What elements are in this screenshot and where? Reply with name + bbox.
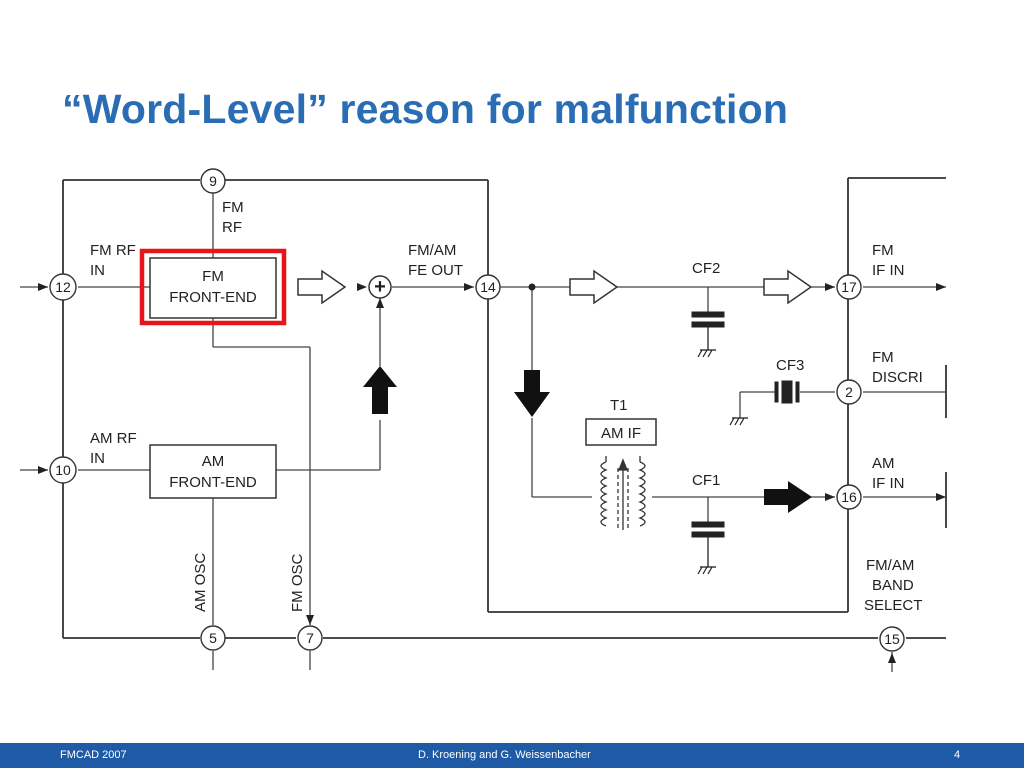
arrowhead-summer-left xyxy=(357,283,367,291)
fm-front-end-line2: FRONT-END xyxy=(169,289,257,306)
wire-arrowheads xyxy=(38,283,946,663)
resonator-cf3 xyxy=(729,380,800,426)
hollow-arrow-fm-out xyxy=(297,269,347,305)
label-fm-rf-2: RF xyxy=(222,219,242,236)
hollow-arrow-cf2-in xyxy=(569,269,619,305)
label-cf3: CF3 xyxy=(776,357,804,374)
summer-symbol: + xyxy=(374,276,386,298)
slide-title: “Word-Level” reason for malfunction xyxy=(62,86,789,132)
label-band-1: FM/AM xyxy=(866,557,914,574)
arrowhead-right-edge-1 xyxy=(936,283,946,291)
label-band-3: SELECT xyxy=(864,597,922,614)
am-front-end-line1: AM xyxy=(202,453,225,470)
label-am-osc: AM OSC xyxy=(192,553,209,612)
label-cf2: CF2 xyxy=(692,260,720,277)
pin-14: 14 xyxy=(480,279,496,295)
solid-arrow-up-am xyxy=(363,366,397,414)
pin-12: 12 xyxy=(55,279,71,295)
pin-17: 17 xyxy=(841,279,857,295)
arrowhead-pin16 xyxy=(825,493,835,501)
footer-authors: D. Kroening and G. Weissenbacher xyxy=(418,749,591,761)
pin-2: 2 xyxy=(845,384,853,400)
signal-labels: FM RF FM RF IN AM RF IN FM/AM FE OUT CF2… xyxy=(90,199,923,614)
fm-front-end-line1: FM xyxy=(202,268,224,285)
pin-10: 10 xyxy=(55,462,71,478)
hollow-arrow-fm-if xyxy=(763,269,813,305)
label-fe-out-2: FE OUT xyxy=(408,262,463,279)
pin-7: 7 xyxy=(306,630,314,646)
pin-15: 15 xyxy=(884,631,900,647)
label-am-rf-in-1: AM RF xyxy=(90,430,137,447)
pin-markers xyxy=(49,168,905,652)
arrowhead-summer-top xyxy=(376,298,384,308)
solid-arrows xyxy=(363,366,812,513)
transformer-t1 xyxy=(600,456,646,530)
label-cf1: CF1 xyxy=(692,472,720,489)
pin-16: 16 xyxy=(841,489,857,505)
am-if-block: AM IF xyxy=(585,418,657,446)
solid-arrow-down xyxy=(514,370,550,417)
pin-5: 5 xyxy=(209,630,217,646)
outer-frame xyxy=(62,177,947,639)
label-fm-if-1: FM xyxy=(872,242,894,259)
arrowhead-pin17 xyxy=(825,283,835,291)
fm-front-end-block: FM FRONT-END xyxy=(149,257,277,319)
circuit-diagram: + FM FRONT-END AM FRONT-END AM IF xyxy=(20,168,947,672)
am-if-label: AM IF xyxy=(601,425,641,442)
label-fm-if-2: IF IN xyxy=(872,262,905,279)
label-fe-out-1: FM/AM xyxy=(408,242,456,259)
pin-9: 9 xyxy=(209,173,217,189)
summer-node: + xyxy=(368,275,392,299)
am-front-end-line2: FRONT-END xyxy=(169,474,257,491)
footer-conference: FMCAD 2007 xyxy=(60,749,127,761)
solid-arrow-am-if xyxy=(764,481,812,513)
pin-numbers: 9 12 10 14 17 2 16 5 7 15 xyxy=(55,173,900,647)
capacitor-cf1 xyxy=(691,521,725,575)
arrowhead-right-edge-2 xyxy=(936,493,946,501)
label-am-if-in-2: IF IN xyxy=(872,475,905,492)
label-fm-rf-1: FM xyxy=(222,199,244,216)
label-fm-discri-1: FM xyxy=(872,349,894,366)
label-fm-osc: FM OSC xyxy=(289,554,306,612)
arrowhead-pin12 xyxy=(38,283,48,291)
malfunction-highlight xyxy=(139,248,287,326)
label-fm-discri-2: DISCRI xyxy=(872,369,923,386)
arrowhead-pin14 xyxy=(464,283,474,291)
label-band-2: BAND xyxy=(872,577,914,594)
label-am-rf-in-2: IN xyxy=(90,450,105,467)
arrowhead-pin15 xyxy=(888,653,896,663)
capacitor-cf2 xyxy=(691,311,725,358)
footer-bar: FMCAD 2007 D. Kroening and G. Weissenbac… xyxy=(0,743,1024,768)
label-fm-rf-in-1: FM RF xyxy=(90,242,136,259)
arrowhead-fm-osc xyxy=(306,615,314,625)
label-t1: T1 xyxy=(610,397,628,414)
hollow-arrows xyxy=(297,269,813,305)
label-fm-rf-in-2: IN xyxy=(90,262,105,279)
am-front-end-block: AM FRONT-END xyxy=(149,444,277,499)
arrowhead-pin10 xyxy=(38,466,48,474)
footer-page-number: 4 xyxy=(954,749,961,761)
label-am-if-in-1: AM xyxy=(872,455,895,472)
